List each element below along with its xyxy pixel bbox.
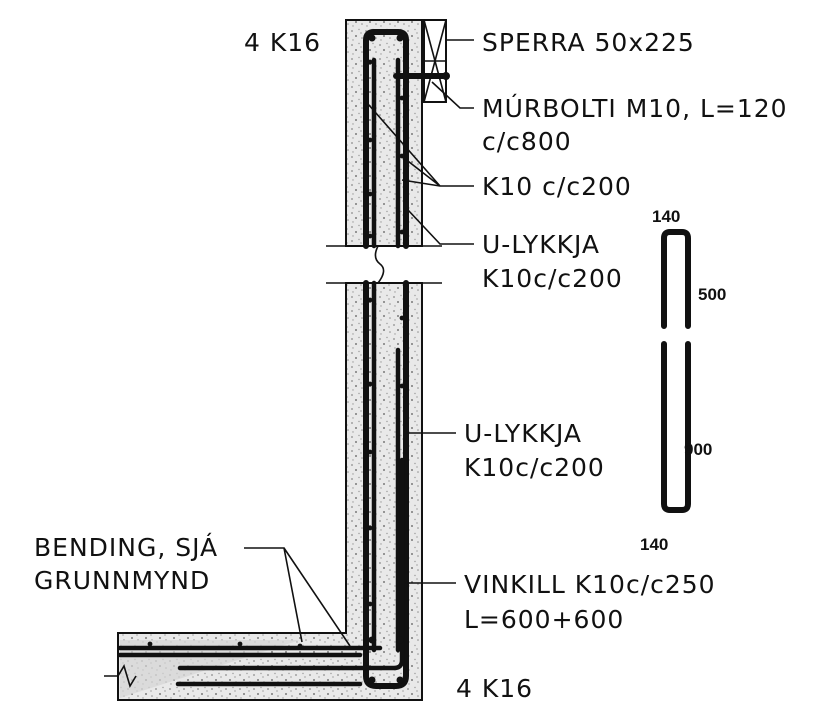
- wall-lower-concrete: [117, 282, 423, 701]
- anchor-bolt-head: [442, 72, 450, 80]
- angle-bar-label-line2: L=600+600: [464, 605, 624, 634]
- lower-u-loop-label-line2: K10c/c200: [464, 453, 605, 482]
- rafter-cross: [423, 19, 447, 103]
- top-corner-bars: [368, 34, 404, 42]
- schedule-u-loop-upper: [661, 229, 691, 329]
- upper-u-loop-leader: [407, 209, 474, 245]
- wall-break-symbol: [374, 245, 385, 284]
- upper-inner-rebar: [371, 57, 401, 249]
- bending-leader: [244, 547, 351, 647]
- upper-u-loop-rebar: [363, 29, 409, 249]
- bottom-corner-bars: [368, 636, 404, 684]
- schedule-width-bottom: 140: [640, 535, 668, 554]
- k10-label: K10 c/c200: [482, 172, 632, 201]
- angle-bar-label-line1: VINKILL K10c/c250: [464, 570, 716, 599]
- upper-u-loop-label-line1: U-LYKKJA: [482, 230, 600, 259]
- upper-u-loop-label-line2: K10c/c200: [482, 264, 623, 293]
- rafter-label: SPERRA 50x225: [482, 28, 695, 57]
- footing-break-line: [104, 664, 137, 688]
- bending-label-line2: GRUNNMYND: [34, 566, 210, 595]
- schedule-width-top: 140: [652, 207, 680, 226]
- schedule-height-lower: 900: [684, 440, 712, 459]
- k10-leader: [367, 103, 474, 187]
- anchor-bolt-label-line1: MÚRBOLTI M10, L=120: [482, 93, 788, 123]
- anchor-bolt-label-line2: c/c800: [482, 127, 572, 156]
- schedule-height-upper: 500: [698, 285, 726, 304]
- anchor-bolt-leader: [431, 81, 474, 109]
- bottom-bars-label: 4 K16: [456, 674, 533, 703]
- schedule-u-loop-lower: [661, 341, 691, 513]
- top-bars-label: 4 K16: [244, 28, 321, 57]
- wall-break-line: [326, 245, 442, 284]
- lower-inner-rebar: [371, 280, 401, 653]
- bending-label-line1: BENDING, SJÁ: [34, 533, 218, 562]
- lower-u-loop-rebar: [363, 280, 409, 689]
- lower-u-loop-label-line1: U-LYKKJA: [464, 419, 582, 448]
- wall-bar-dots: [147, 59, 405, 649]
- angle-rebar: [177, 457, 405, 671]
